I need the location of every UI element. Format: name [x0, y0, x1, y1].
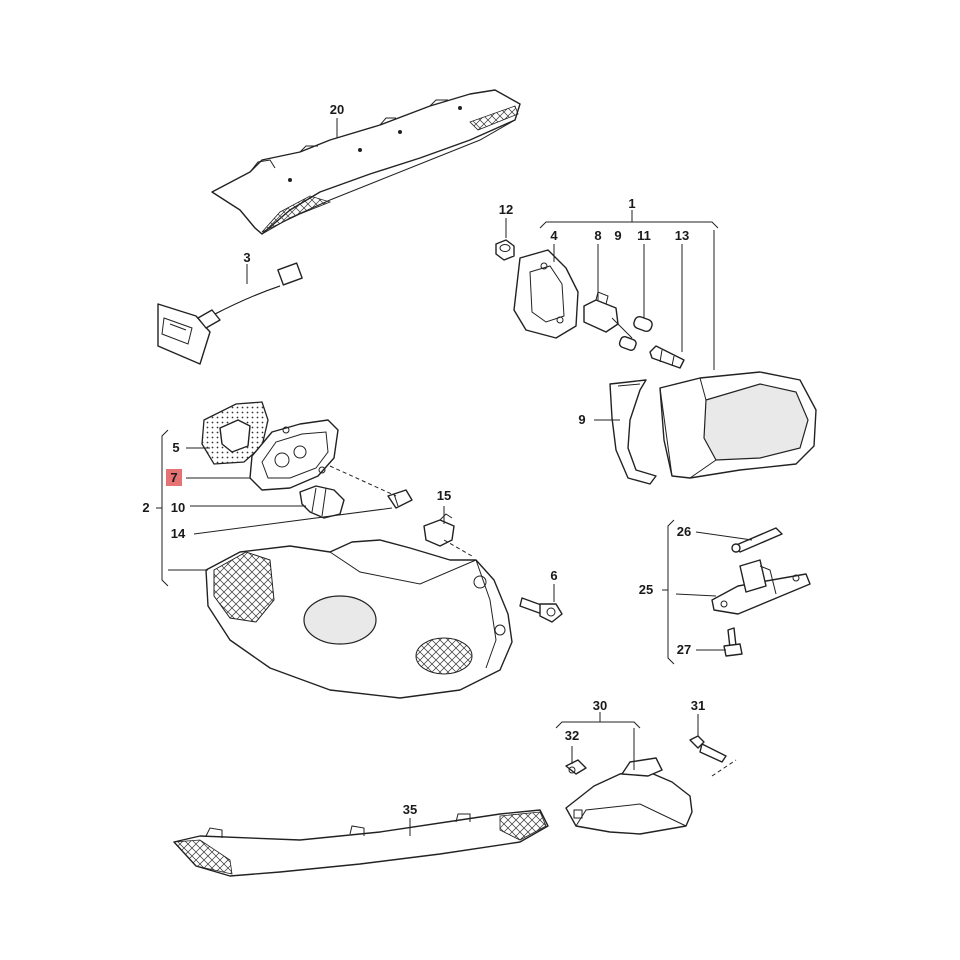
callouts: 20 3 12 1 4 8 9 11 13 9 5 7 2 10 14 15 6… — [142, 102, 705, 817]
part-15-bulb — [423, 513, 455, 547]
callout-9-top: 9 — [614, 228, 621, 243]
callout-30: 30 — [593, 698, 607, 713]
callout-27: 27 — [677, 642, 691, 657]
callout-12: 12 — [499, 202, 513, 217]
callout-2: 2 — [142, 500, 149, 515]
callout-5: 5 — [172, 440, 179, 455]
part-13-festoon-bulb — [649, 345, 685, 369]
part-26-festoon-bulb — [731, 527, 783, 553]
callout-9-side: 9 — [578, 412, 585, 427]
part-9-reflector — [609, 379, 657, 485]
part-25-licence-plate-light — [711, 559, 811, 615]
leader-lines — [156, 118, 753, 836]
part-30-reversing-lamp — [565, 757, 693, 835]
part-12-nut — [495, 239, 515, 261]
callout-35: 35 — [403, 802, 417, 817]
part-27-screw — [723, 627, 743, 657]
callout-8: 8 — [594, 228, 601, 243]
callout-6: 6 — [550, 568, 557, 583]
callout-31: 31 — [691, 698, 705, 713]
callout-10: 10 — [171, 500, 185, 515]
part-3-wiring-harness — [157, 262, 303, 365]
callout-4: 4 — [550, 228, 558, 243]
callout-3: 3 — [243, 250, 250, 265]
assembly-line — [443, 539, 473, 557]
part-31-screw — [689, 735, 727, 763]
callout-1: 1 — [628, 196, 635, 211]
part-11-bulb — [633, 315, 653, 333]
callout-25: 25 — [639, 582, 653, 597]
part-10-bulb — [299, 485, 345, 519]
callout-20: 20 — [330, 102, 344, 117]
part-8-bulb-holder — [583, 291, 633, 339]
part-2-tail-lamp-assembly — [205, 539, 513, 699]
callout-26: 26 — [677, 524, 691, 539]
part-9-wedge-bulb — [618, 335, 637, 351]
callout-32: 32 — [565, 728, 579, 743]
part-20-third-brake-light — [211, 89, 521, 235]
part-1-tail-lamp-housing — [659, 371, 817, 479]
callout-15: 15 — [437, 488, 451, 503]
callout-13: 13 — [675, 228, 689, 243]
part-32-bulb — [565, 759, 587, 775]
part-4-gasket — [513, 249, 579, 339]
callout-7-highlight — [166, 469, 182, 486]
callout-7: 7 — [170, 470, 177, 485]
callout-14: 14 — [171, 526, 186, 541]
part-35-bumper-reflector — [173, 809, 549, 877]
part-14-bulb — [387, 489, 413, 509]
callout-11: 11 — [637, 228, 651, 243]
part-7-bulb-carrier — [249, 419, 339, 491]
part-6-screw — [519, 597, 563, 623]
